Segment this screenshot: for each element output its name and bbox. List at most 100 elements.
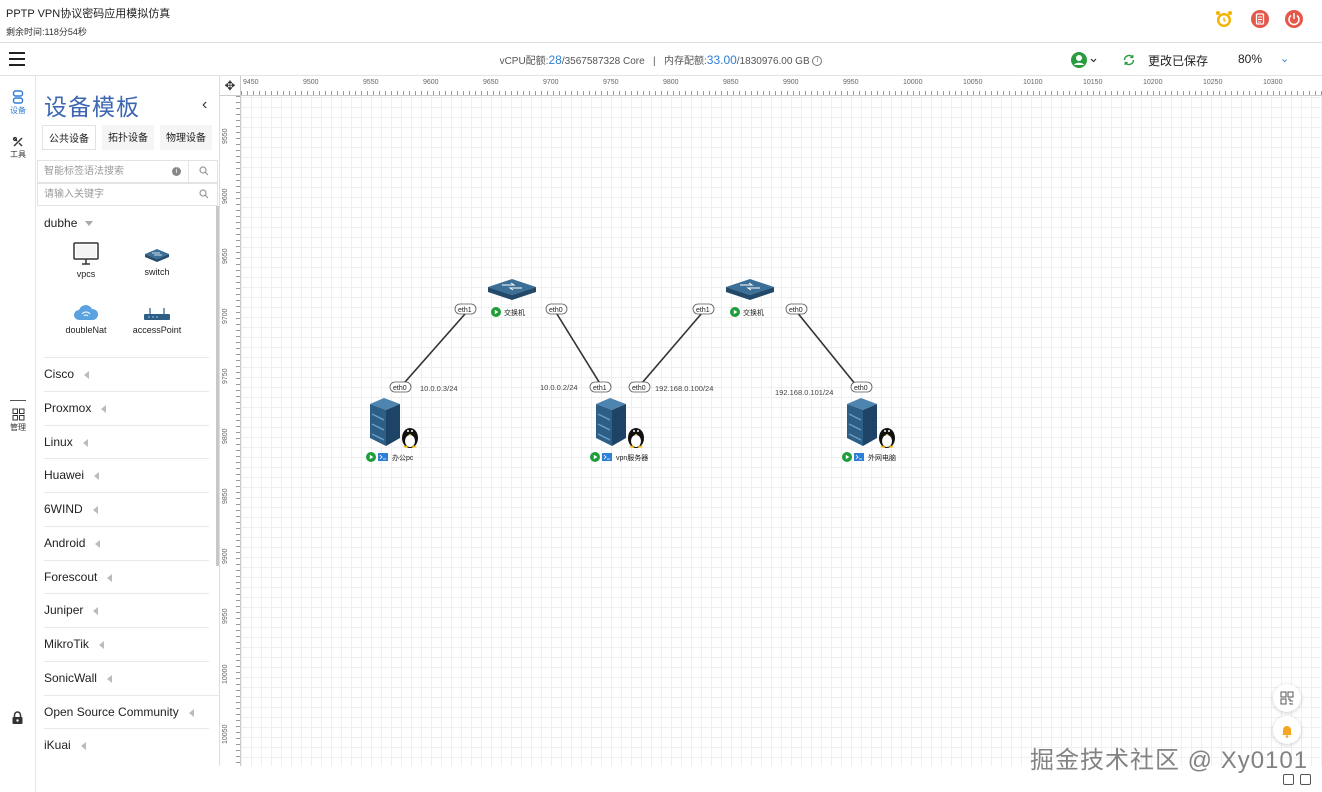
group-linux[interactable]: Linux xyxy=(44,425,209,459)
group-forescout[interactable]: Forescout xyxy=(44,560,209,594)
caret-left-icon xyxy=(107,573,113,582)
power-icon[interactable] xyxy=(1284,9,1304,29)
group-proxmox[interactable]: Proxmox xyxy=(44,391,209,425)
bell-icon xyxy=(1282,726,1292,738)
group-dubhe[interactable]: dubhe xyxy=(44,216,94,230)
group-open-source-community[interactable]: Open Source Community xyxy=(44,695,219,729)
device-accesspoint[interactable]: accessPoint xyxy=(122,306,192,335)
nav-devices[interactable]: 设备 xyxy=(0,90,36,116)
port-label: eth0 xyxy=(389,381,412,393)
panel-title: 设备模板 xyxy=(44,94,140,120)
panel-scrollbar[interactable] xyxy=(216,206,219,566)
tools-icon xyxy=(12,136,23,147)
menu-icon[interactable] xyxy=(9,52,25,66)
port-label: eth0 xyxy=(785,303,808,315)
caret-left-icon xyxy=(98,640,104,649)
svg-text:eth1: eth1 xyxy=(696,307,710,314)
save-status: 更改已保存 xyxy=(1148,54,1209,68)
switch-icon xyxy=(725,278,775,301)
caret-left-icon xyxy=(93,606,99,615)
remaining-time: 剩余时间:118分54秒 xyxy=(6,27,87,37)
nav-manage[interactable]: 管理 xyxy=(0,408,36,433)
device-doublenat[interactable]: doubleNat xyxy=(51,304,121,335)
svg-text:eth0: eth0 xyxy=(789,307,803,314)
group-cisco[interactable]: Cisco xyxy=(44,357,209,391)
svg-text:eth0: eth0 xyxy=(393,385,407,392)
caret-left-icon xyxy=(106,674,112,683)
device-tabs: 公共设备 拓扑设备 物理设备 xyxy=(42,125,218,150)
svg-text:eth0: eth0 xyxy=(632,385,646,392)
ip-label: 10.0.0.2/24 xyxy=(540,383,578,392)
notification-button[interactable] xyxy=(1273,716,1301,744)
keyword-search-input[interactable] xyxy=(38,184,168,205)
port-label: eth0 xyxy=(850,381,873,393)
caret-left-icon xyxy=(188,708,194,717)
info-icon[interactable]: i xyxy=(172,167,181,176)
port-label: eth1 xyxy=(454,303,477,315)
nav-tools[interactable]: 工具 xyxy=(0,136,36,160)
info-icon[interactable]: i xyxy=(812,56,823,67)
switch-node[interactable]: 交换机 xyxy=(725,278,775,317)
caret-left-icon xyxy=(84,370,90,379)
ip-label: 192.168.0.101/24 xyxy=(775,388,833,397)
device-switch[interactable]: switch xyxy=(122,246,192,277)
collapse-panel-icon[interactable]: ‹ xyxy=(202,96,208,113)
group-android[interactable]: Android xyxy=(44,526,209,560)
group-sonicwall[interactable]: SonicWall xyxy=(44,661,209,695)
caret-down-icon xyxy=(85,221,94,227)
group-ikuai[interactable]: iKuai xyxy=(44,728,209,762)
zoom-level[interactable]: 80% xyxy=(1238,52,1263,66)
group-huawei[interactable]: Huawei xyxy=(44,458,209,492)
host-label: 办公pc xyxy=(392,453,414,462)
qr-code-button[interactable] xyxy=(1273,684,1301,712)
tab-physical-devices[interactable]: 物理设备 xyxy=(160,125,212,150)
search-icon[interactable] xyxy=(199,189,209,199)
topology-canvas[interactable] xyxy=(220,76,1322,766)
group-mikrotik[interactable]: MikroTik xyxy=(44,627,209,661)
watermark: 掘金技术社区 @ Xy0101 xyxy=(1030,747,1309,774)
left-nav: 设备 工具 管理 xyxy=(0,76,36,792)
router-icon xyxy=(144,308,170,320)
switch-node[interactable]: 交换机 xyxy=(487,278,537,317)
shrink-icon[interactable] xyxy=(1283,774,1294,785)
switch-icon xyxy=(487,278,537,301)
running-status-icon xyxy=(491,307,501,317)
svg-text:eth0: eth0 xyxy=(549,307,563,314)
host-label: 外网电脑 xyxy=(868,453,896,462)
smart-search-input[interactable] xyxy=(38,161,168,182)
group-juniper[interactable]: Juniper xyxy=(44,593,209,627)
qr-code-icon xyxy=(1280,691,1294,705)
port-label: eth0 xyxy=(545,303,568,315)
link-pc-switch1[interactable] xyxy=(397,305,473,391)
ruler-vertical: 9550 9600 9650 9700 9750 9800 9850 9900 … xyxy=(220,96,241,766)
pan-move-icon[interactable]: ✥ xyxy=(220,76,241,96)
document-icon[interactable] xyxy=(1250,9,1270,29)
caret-left-icon xyxy=(80,741,86,750)
host-label: vpn服务器 xyxy=(616,453,648,462)
linux-server-icon xyxy=(369,397,419,449)
tab-public-devices[interactable]: 公共设备 xyxy=(42,125,96,150)
host-node-vpn-server[interactable]: vpn服务器 xyxy=(590,397,648,462)
tab-topology-devices[interactable]: 拓扑设备 xyxy=(102,125,154,150)
link-vpn-switch2[interactable] xyxy=(635,305,709,391)
svg-text:eth1: eth1 xyxy=(593,385,607,392)
alarm-clock-icon[interactable] xyxy=(1214,9,1234,29)
lock-icon[interactable] xyxy=(11,711,24,725)
port-label: eth0 xyxy=(628,381,651,393)
user-status-icon[interactable] xyxy=(1070,51,1100,69)
host-node-office-pc[interactable]: 办公pc xyxy=(366,397,419,462)
host-node-external-pc[interactable]: 外网电脑 xyxy=(842,397,896,462)
chevron-down-icon[interactable]: ⌄ xyxy=(1280,53,1290,65)
grid-icon xyxy=(12,408,24,421)
smart-search: i xyxy=(37,160,218,183)
search-icon[interactable] xyxy=(199,166,209,176)
link-switch2-external[interactable] xyxy=(791,305,861,391)
group-6wind[interactable]: 6WIND xyxy=(44,492,209,526)
expand-icon[interactable] xyxy=(1300,774,1311,785)
nav-divider xyxy=(10,400,26,401)
monitor-icon xyxy=(73,242,99,265)
running-status-icon xyxy=(366,452,376,462)
device-vpcs[interactable]: vpcs xyxy=(51,242,121,279)
svg-text:eth1: eth1 xyxy=(458,307,472,314)
link-switch1-vpn[interactable] xyxy=(551,305,605,391)
